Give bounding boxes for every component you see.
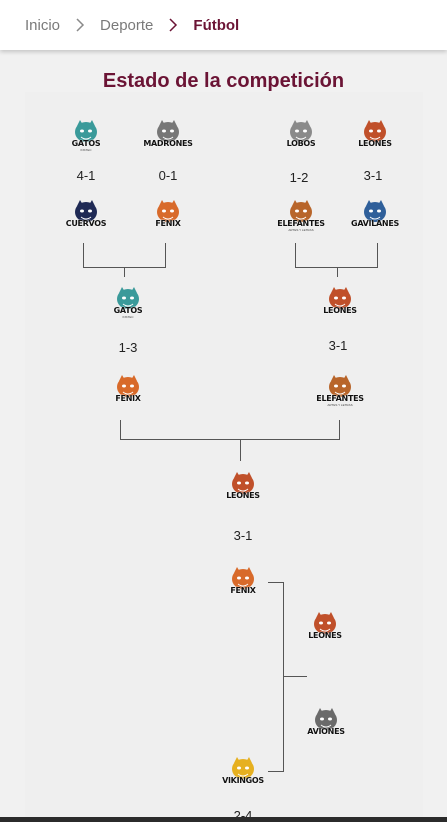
team-logo-madrones[interactable]: MADRONES xyxy=(143,118,193,148)
team-logo-fenix[interactable]: FENIX xyxy=(148,198,188,228)
bracket-line xyxy=(295,267,378,268)
team-logo-leones[interactable]: LEONES xyxy=(305,610,345,640)
score-label: 4-1 xyxy=(76,168,96,183)
team-name: AVIONES xyxy=(307,727,345,736)
team-logo-cuervos[interactable]: CUERVOS xyxy=(65,198,107,228)
team-name: FENIX xyxy=(115,394,141,403)
hawk-icon xyxy=(356,198,394,228)
elephant-icon xyxy=(282,198,320,228)
bracket-line xyxy=(165,243,166,268)
team-name: LEONES xyxy=(226,491,260,500)
bracket-line xyxy=(337,267,338,277)
team-logo-leones[interactable]: LEONES xyxy=(320,285,360,315)
team-logo-leones[interactable]: LEONES xyxy=(223,470,263,500)
breadcrumb: Inicio Deporte Fútbol xyxy=(0,0,447,50)
team-name: LEONES xyxy=(323,306,357,315)
bracket-line xyxy=(377,243,378,268)
team-name: ELEFANTES xyxy=(316,394,364,403)
team-name: MADRONES xyxy=(143,139,193,148)
bracket-line xyxy=(295,243,296,268)
bottom-bar xyxy=(0,817,447,822)
bracket-line xyxy=(283,676,307,677)
lion-icon xyxy=(321,285,359,315)
team-name: ELEFANTES xyxy=(277,219,325,228)
bracket-line xyxy=(268,582,284,583)
team-subtitle: ARTES Y LETRAS xyxy=(288,228,314,232)
bracket-line xyxy=(283,582,284,772)
breadcrumb-futbol: Fútbol xyxy=(193,16,240,34)
score-label: 3-1 xyxy=(328,338,348,353)
score-label: 1-3 xyxy=(118,340,138,355)
lion-icon xyxy=(224,470,262,500)
team-name: FENIX xyxy=(155,219,181,228)
cat-icon xyxy=(67,118,105,148)
plane-icon xyxy=(307,706,345,736)
bracket-line xyxy=(268,771,284,772)
team-name: FENIX xyxy=(230,586,256,595)
bracket-line xyxy=(339,420,340,440)
team-logo-lobos[interactable]: LOBOS xyxy=(281,118,321,148)
bracket-line xyxy=(120,420,121,440)
team-name: LOBOS xyxy=(286,139,316,148)
team-logo-leones[interactable]: LEONES xyxy=(355,118,395,148)
cat-icon xyxy=(109,285,147,315)
raccoon-icon xyxy=(149,118,187,148)
breadcrumb-inicio[interactable]: Inicio xyxy=(25,16,61,34)
bracket-line xyxy=(240,439,241,461)
bracket-line xyxy=(124,267,125,277)
score-label: 1-2 xyxy=(289,170,309,185)
phoenix-icon xyxy=(149,198,187,228)
team-name: GATOS xyxy=(71,139,101,148)
bracket-line xyxy=(83,243,84,268)
score-label: 3-1 xyxy=(363,168,383,183)
team-name: LEONES xyxy=(308,631,342,640)
page-title: Estado de la competición xyxy=(102,70,345,92)
team-logo-gavilanes[interactable]: GAVILANES xyxy=(351,198,399,228)
team-logo-vikingos[interactable]: VIKINGOS xyxy=(222,755,264,785)
team-logo-aviones[interactable]: AVIONES xyxy=(306,706,346,736)
team-name: CUERVOS xyxy=(65,219,107,228)
score-label: 0-1 xyxy=(158,168,178,183)
team-logo-fenix[interactable]: FENIX xyxy=(108,373,148,403)
team-name: VIKINGOS xyxy=(222,776,264,785)
bracket-line xyxy=(120,439,340,440)
team-subtitle: ARTES Y LETRAS xyxy=(327,403,353,407)
phoenix-icon xyxy=(109,373,147,403)
breadcrumb-deporte[interactable]: Deporte xyxy=(100,16,154,34)
team-logo-fenix[interactable]: FENIX xyxy=(223,565,263,595)
team-name: GAVILANES xyxy=(351,219,399,228)
chevron-right-icon xyxy=(69,14,91,36)
team-subtitle: INSTEC xyxy=(122,315,134,319)
crow-icon xyxy=(67,198,105,228)
wolf-icon xyxy=(282,118,320,148)
elephant-icon xyxy=(321,373,359,403)
team-subtitle: INSTEC xyxy=(80,148,92,152)
lion-icon xyxy=(306,610,344,640)
phoenix-icon xyxy=(224,565,262,595)
team-name: LEONES xyxy=(358,139,392,148)
team-name: GATOS xyxy=(113,306,143,315)
score-label: 3-1 xyxy=(233,528,253,543)
viking-icon xyxy=(224,755,262,785)
lion-icon xyxy=(356,118,394,148)
chevron-right-icon xyxy=(162,14,184,36)
